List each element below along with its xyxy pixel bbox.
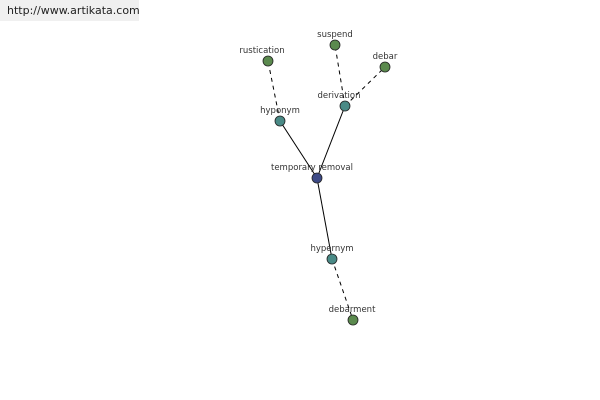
node-debar[interactable]: [379, 61, 391, 73]
node-derivation[interactable]: [339, 100, 351, 112]
label-suspend: suspend: [317, 30, 353, 40]
edge-center-derivation: [316, 105, 346, 179]
node-hyponym[interactable]: [274, 115, 286, 127]
node-center[interactable]: [311, 172, 323, 184]
label-center: temporary removal: [271, 163, 353, 173]
label-rustication: rustication: [239, 46, 284, 56]
edge-hypernym-debarment: [331, 258, 354, 321]
edge-hyponym-rustication: [267, 60, 281, 122]
edge-derivation-debar: [344, 66, 386, 107]
edge-center-hyponym: [279, 120, 318, 179]
label-derivation: derivation: [317, 91, 360, 101]
node-hypernym[interactable]: [326, 253, 338, 265]
site-watermark: http://www.artikata.com: [0, 0, 140, 21]
node-rustication[interactable]: [262, 55, 274, 67]
edge-center-hypernym: [316, 177, 333, 260]
label-debarment: debarment: [329, 305, 376, 315]
label-debar: debar: [373, 52, 398, 62]
node-debarment[interactable]: [347, 314, 359, 326]
label-hypernym: hypernym: [310, 244, 353, 254]
label-hyponym: hyponym: [260, 106, 300, 116]
edge-derivation-suspend: [334, 44, 346, 107]
node-suspend[interactable]: [329, 39, 341, 51]
